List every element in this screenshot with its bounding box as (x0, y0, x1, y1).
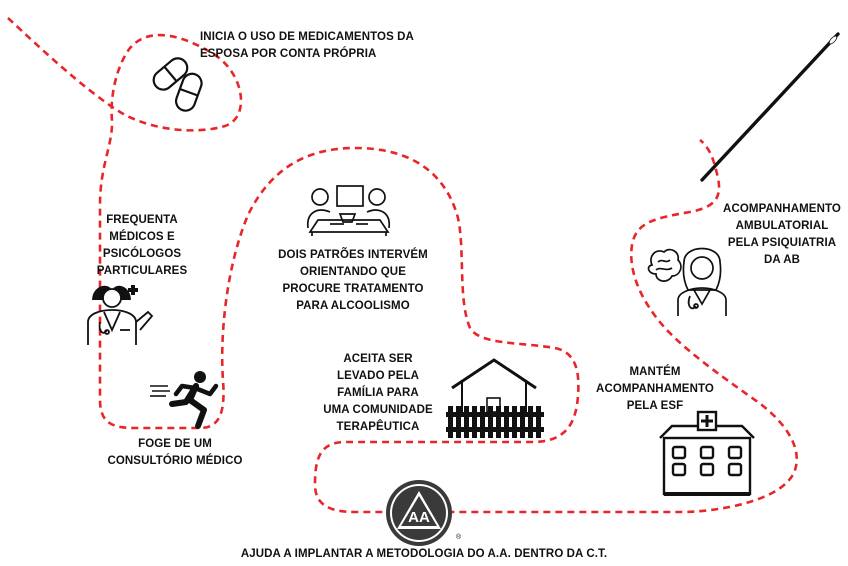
step-comunidade-line-1: ACEITA SER (343, 353, 413, 365)
pills-icon (152, 57, 203, 112)
house-fence-icon (446, 358, 544, 438)
step-psiquiatria-line-3: PELA PSIQUIATRIA (727, 237, 837, 249)
step-foge-label: FOGE DE UM CONSULTÓRIO MÉDICO (95, 436, 255, 470)
step-medicos-line-2: MÉDICOS E (109, 231, 175, 243)
step-medicos-line-1: FREQUENTA (106, 214, 178, 226)
step-esf-line-3: PELA ESF (626, 400, 684, 412)
step-esf-line-1: MANTÉM (629, 366, 681, 378)
step-medicos-line-4: PARTICULARES (96, 265, 188, 277)
step-psiquiatria-line-1: ACOMPANHAMENTO (723, 203, 841, 215)
step-patroes-label: DOIS PATRÕES INTERVÉM ORIENTANDO QUE PRO… (268, 247, 438, 315)
doctor-icon (87, 285, 154, 345)
step-esf-line-2: ACOMPANHAMENTO (596, 383, 714, 395)
step-patroes-line-2: ORIENTANDO QUE (300, 266, 406, 278)
aa-logo-letters: AA (408, 509, 430, 526)
step-foge-line-1: FOGE DE UM (138, 438, 212, 450)
journey-path (7, 17, 799, 514)
step-foge-line-2: CONSULTÓRIO MÉDICO (107, 455, 243, 467)
step-medicamentos-line-2: ESPOSA POR CONTA PRÓPRIA (200, 48, 377, 60)
step-aa-line-1: AJUDA A IMPLANTAR A METODOLOGIA DO A.A. … (240, 548, 608, 560)
meeting-icon (307, 185, 390, 236)
running-person-icon (150, 371, 219, 429)
step-patroes-line-3: PROCURE TRATAMENTO (282, 283, 424, 295)
aa-logo-registered-mark: ® (456, 533, 462, 541)
step-psiquiatria-line-4: DA AB (763, 254, 801, 266)
aa-logo-icon: AA ® (386, 480, 462, 546)
step-esf-label: MANTÉM ACOMPANHAMENTO PELA ESF (594, 364, 716, 415)
step-patroes-line-4: PARA ALCOOLISMO (296, 300, 410, 312)
step-medicos-label: FREQUENTA MÉDICOS E PSICÓLOGOS PARTICULA… (82, 212, 202, 280)
step-patroes-line-1: DOIS PATRÕES INTERVÉM (278, 249, 428, 261)
step-comunidade-line-4: UMA COMUNIDADE (323, 404, 433, 416)
step-comunidade-line-2: LEVADO PELA (336, 370, 420, 382)
psychiatrist-icon (647, 247, 727, 316)
step-psiquiatria-label: ACOMPANHAMENTO AMBULATORIAL PELA PSIQUIA… (718, 201, 846, 269)
step-psiquiatria-line-2: AMBULATORIAL (735, 220, 829, 232)
step-comunidade-line-3: FAMÍLIA PARA (337, 387, 419, 399)
step-comunidade-label: ACEITA SER LEVADO PELA FAMÍLIA PARA UMA … (318, 351, 438, 436)
clinic-building-icon (659, 410, 755, 496)
step-comunidade-line-5: TERAPÊUTICA (336, 421, 420, 433)
needle-icon (700, 32, 840, 182)
step-medicos-line-3: PSICÓLOGOS (102, 248, 182, 260)
step-medicamentos-label: INICIA O USO DE MEDICAMENTOS DA ESPOSA P… (200, 29, 414, 63)
step-aa-label: AJUDA A IMPLANTAR A METODOLOGIA DO A.A. … (200, 546, 648, 563)
step-medicamentos-line-1: INICIA O USO DE MEDICAMENTOS DA (200, 31, 414, 43)
